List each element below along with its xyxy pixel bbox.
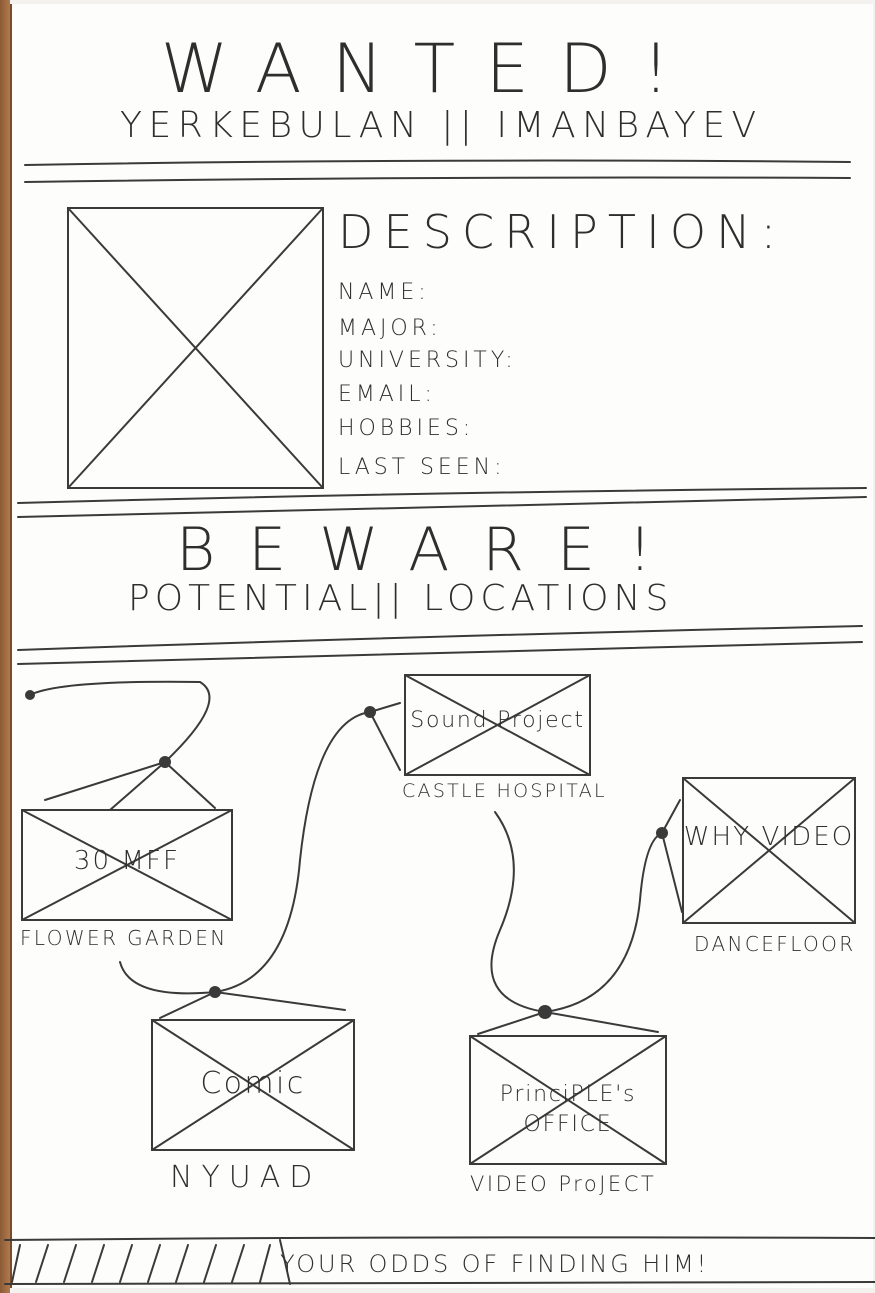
odds-progress-label: YOUR ODDS OF FINDING HIM! <box>280 1250 710 1278</box>
location-label-nyuad: NYUAD <box>170 1160 322 1195</box>
path-start-to-flower-garden <box>29 680 211 763</box>
box-text-sound-project: Sound Project <box>410 708 585 733</box>
wanted-person-name: YERKEBULAN || IMANBAYEV <box>120 105 763 146</box>
pin-dancefloor <box>656 827 668 839</box>
poster-title: WANTED! <box>160 30 701 109</box>
path-flower-garden-to-nyuad <box>119 961 216 995</box>
field-university-label: UNIVERSITY: <box>338 348 517 373</box>
pin-castle-hospital <box>364 706 376 718</box>
location-label-castle-hospital: CASTLE HOSPITAL <box>402 780 607 802</box>
locations-divider-top <box>17 625 863 651</box>
field-hobbies-label: HOBBIES: <box>338 416 475 441</box>
location-box-nyuad <box>151 991 355 1151</box>
locations-divider-bottom <box>17 641 863 665</box>
pin-nyuad <box>209 986 221 998</box>
location-box-flower-garden <box>21 761 233 921</box>
location-label-video-project: VIDEO ProJECT <box>470 1172 657 1196</box>
location-label-dancefloor: DANCEFLOOR <box>694 932 856 956</box>
potential-locations-heading: POTENTIAL|| LOCATIONS <box>128 578 674 619</box>
table-edge <box>0 0 10 1293</box>
field-name-label: NAME: <box>338 280 430 305</box>
description-heading: DESCRIPTION: <box>338 205 787 259</box>
field-email-label: EMAIL: <box>338 382 436 407</box>
location-box-dancefloor <box>661 777 856 924</box>
header-divider-bottom <box>24 176 851 183</box>
header-divider-top <box>24 159 851 166</box>
pin-video-project <box>538 1005 552 1019</box>
odds-progress-bar <box>4 1236 875 1285</box>
pin-flower-garden <box>159 756 171 768</box>
box-text-30-mff: 30 MFF <box>73 846 181 876</box>
field-last-seen-label: LAST SEEN: <box>338 455 506 480</box>
path-nyuad-to-castle-hospital <box>214 711 371 993</box>
path-video-project-to-dancefloor <box>544 832 663 1013</box>
field-major-label: MAJOR: <box>338 316 442 341</box>
box-text-principles-office: PrinciPLE's OFFICE <box>499 1082 637 1137</box>
location-label-flower-garden: FLOWER GARDEN <box>20 926 228 950</box>
location-box-castle-hospital <box>369 674 591 776</box>
box-text-comic: Comic <box>200 1066 306 1101</box>
path-castle-hospital-to-video-project <box>490 811 546 1013</box>
description-divider-top <box>17 487 867 504</box>
box-text-why-video: WHY VIDEO <box>683 822 855 852</box>
beware-heading: BEWARE! <box>176 515 685 585</box>
profile-photo-placeholder <box>67 207 324 489</box>
description-divider-bottom <box>17 496 867 518</box>
location-box-video-project <box>469 1011 667 1165</box>
pin-start <box>25 690 35 700</box>
